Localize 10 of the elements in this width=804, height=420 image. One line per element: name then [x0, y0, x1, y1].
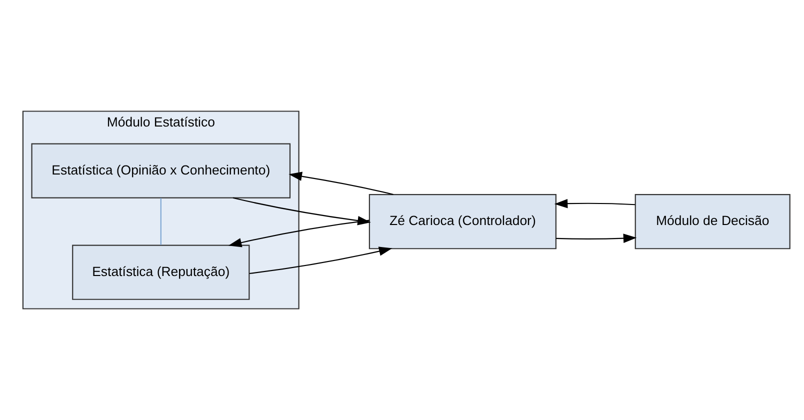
node-box: Zé Carioca (Controlador)	[368, 194, 556, 250]
arrow	[228, 220, 370, 248]
node-box: Módulo de Decisão	[634, 194, 790, 250]
arrow	[249, 246, 392, 274]
arrow	[288, 172, 394, 196]
connector	[160, 198, 162, 245]
node-box: Estatística (Opinião x Conhecimento)	[31, 143, 291, 198]
arrow	[554, 198, 636, 208]
arrow	[556, 234, 637, 243]
node-box: Estatística (Reputação)	[72, 244, 250, 300]
